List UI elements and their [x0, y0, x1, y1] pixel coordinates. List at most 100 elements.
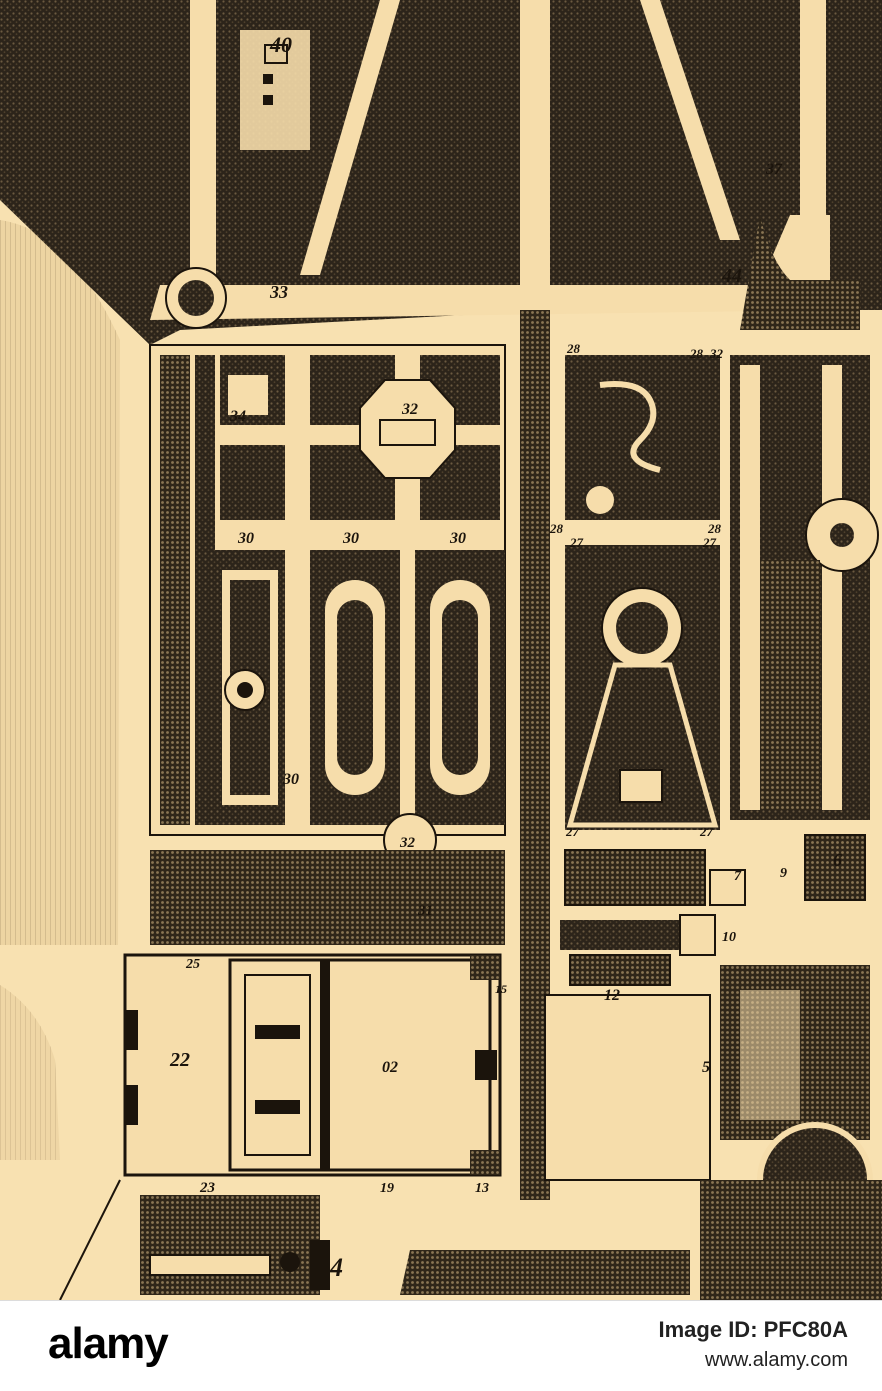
meadow-west — [0, 220, 120, 945]
woods-southeast — [700, 1180, 882, 1300]
quarter-34-clearing — [228, 375, 268, 415]
bosquet-south — [400, 1250, 690, 1295]
bastion-44 — [740, 215, 860, 330]
door-22a — [126, 1010, 138, 1050]
label-6: 6 — [833, 850, 842, 870]
meadow-southwest — [0, 985, 60, 1160]
building-10 — [679, 914, 716, 956]
well-4 — [280, 1252, 300, 1272]
label-28-nw: 28 — [566, 341, 581, 356]
site-url: www.alamy.com — [705, 1349, 848, 1371]
label-25: 25 — [185, 957, 200, 972]
avenue-diagonal-right — [640, 0, 740, 240]
label-15: 15 — [495, 982, 507, 996]
parterre-27-rays — [566, 662, 719, 828]
label-10: 10 — [722, 930, 736, 945]
basin-east-center — [830, 523, 854, 547]
marker-40b — [263, 95, 273, 105]
avenue-central — [520, 0, 550, 290]
marker-40a — [263, 74, 273, 84]
building-12 — [569, 954, 671, 986]
label-13: 13 — [475, 1181, 489, 1196]
label-12: 12 — [604, 987, 620, 1004]
chateau-wing — [244, 974, 311, 1156]
door-22b — [126, 1085, 138, 1125]
label-33: 33 — [269, 282, 288, 302]
kitchen-garden-23 — [140, 1195, 320, 1295]
label-4: 4 — [329, 1253, 343, 1282]
corner-13 — [470, 1150, 500, 1175]
parterre-27-center — [616, 602, 668, 654]
label-40: 40 — [269, 32, 292, 57]
parterre-28-ornament — [586, 486, 614, 514]
parterre-east-bed — [760, 560, 820, 810]
bed-23 — [149, 1254, 271, 1276]
alamy-logo: alamy — [48, 1319, 169, 1368]
label-19: 19 — [380, 1181, 394, 1196]
label-27-nw: 27 — [569, 535, 584, 550]
label-02: 02 — [382, 1059, 398, 1076]
label-27-sw: 27 — [565, 824, 580, 839]
court-5 — [544, 994, 711, 1181]
woods-north — [0, 0, 882, 345]
label-37: 37 — [765, 161, 783, 178]
image-id: Image ID: PFC80A — [658, 1317, 849, 1342]
chateau-block-a — [255, 1025, 300, 1039]
bed-7 — [564, 849, 706, 906]
watermark-footer: alamy Image ID: PFC80A www.alamy.com — [0, 1300, 882, 1391]
label-23: 23 — [199, 1180, 216, 1196]
label-9: 9 — [780, 866, 787, 881]
label-22: 22 — [169, 1049, 190, 1071]
border-west-strip — [160, 355, 190, 825]
label-27-se: 27 — [699, 824, 714, 839]
pavilion-40 — [264, 44, 288, 64]
bed-10 — [560, 920, 680, 950]
label-30-d: 30 — [282, 771, 299, 788]
road-southwest — [59, 1179, 121, 1300]
label-30-b: 30 — [342, 530, 359, 547]
label-27-ne: 27 — [702, 535, 717, 550]
label-28-se: 28 — [707, 521, 722, 536]
chateau-block-b — [255, 1100, 300, 1114]
garden-plan: 40 37 33 44 34 32 28 28 32 30 30 30 28 2… — [0, 0, 882, 1300]
label-34: 34 — [229, 408, 246, 425]
label-44: 44 — [721, 265, 742, 287]
octagon-32 — [359, 379, 456, 479]
label-28-sw: 28 — [549, 521, 564, 536]
label-32-east: 32 — [709, 346, 724, 361]
label-5: 5 — [702, 1059, 710, 1076]
building-6 — [804, 834, 866, 901]
label-32-south: 32 — [399, 835, 416, 851]
label-7: 7 — [734, 869, 742, 884]
chateau-gate — [475, 1050, 497, 1080]
label-30-c: 30 — [449, 530, 466, 547]
parterre-east-walk-2 — [822, 365, 842, 810]
avenue-diagonal-left — [300, 0, 400, 275]
quarter-sw1 — [220, 445, 285, 520]
label-30-a: 30 — [237, 530, 254, 547]
avenue-west — [190, 0, 216, 275]
chateau-divide — [320, 960, 330, 1170]
border-west-strip-2 — [195, 355, 215, 825]
label-31: 31 — [417, 903, 433, 919]
label-28-ne: 28 — [689, 346, 704, 361]
terrace-walk — [150, 215, 830, 320]
avenue-east — [800, 0, 826, 215]
building-7 — [709, 869, 746, 906]
structure-4 — [310, 1240, 330, 1290]
fountain-32 — [379, 419, 436, 446]
parterre-5-inner — [740, 990, 800, 1120]
parterre-28-scroll — [599, 381, 661, 473]
parterre-30a-center — [237, 682, 253, 698]
label-32-north: 32 — [401, 401, 418, 418]
parterre-27-square — [619, 769, 663, 803]
bosquet-31 — [150, 850, 505, 945]
parterre-30b-bed — [337, 600, 373, 775]
parterre-30c-bed — [442, 600, 478, 775]
parterre-east-walk — [740, 365, 760, 810]
corner-15 — [470, 955, 500, 980]
clearing-40 — [240, 30, 310, 150]
garden-plan-plate: 40 37 33 44 34 32 28 28 32 30 30 30 28 2… — [0, 0, 882, 1300]
image-meta: Image ID: PFC80A www.alamy.com — [659, 1315, 849, 1375]
bastion-33-core — [178, 280, 214, 316]
